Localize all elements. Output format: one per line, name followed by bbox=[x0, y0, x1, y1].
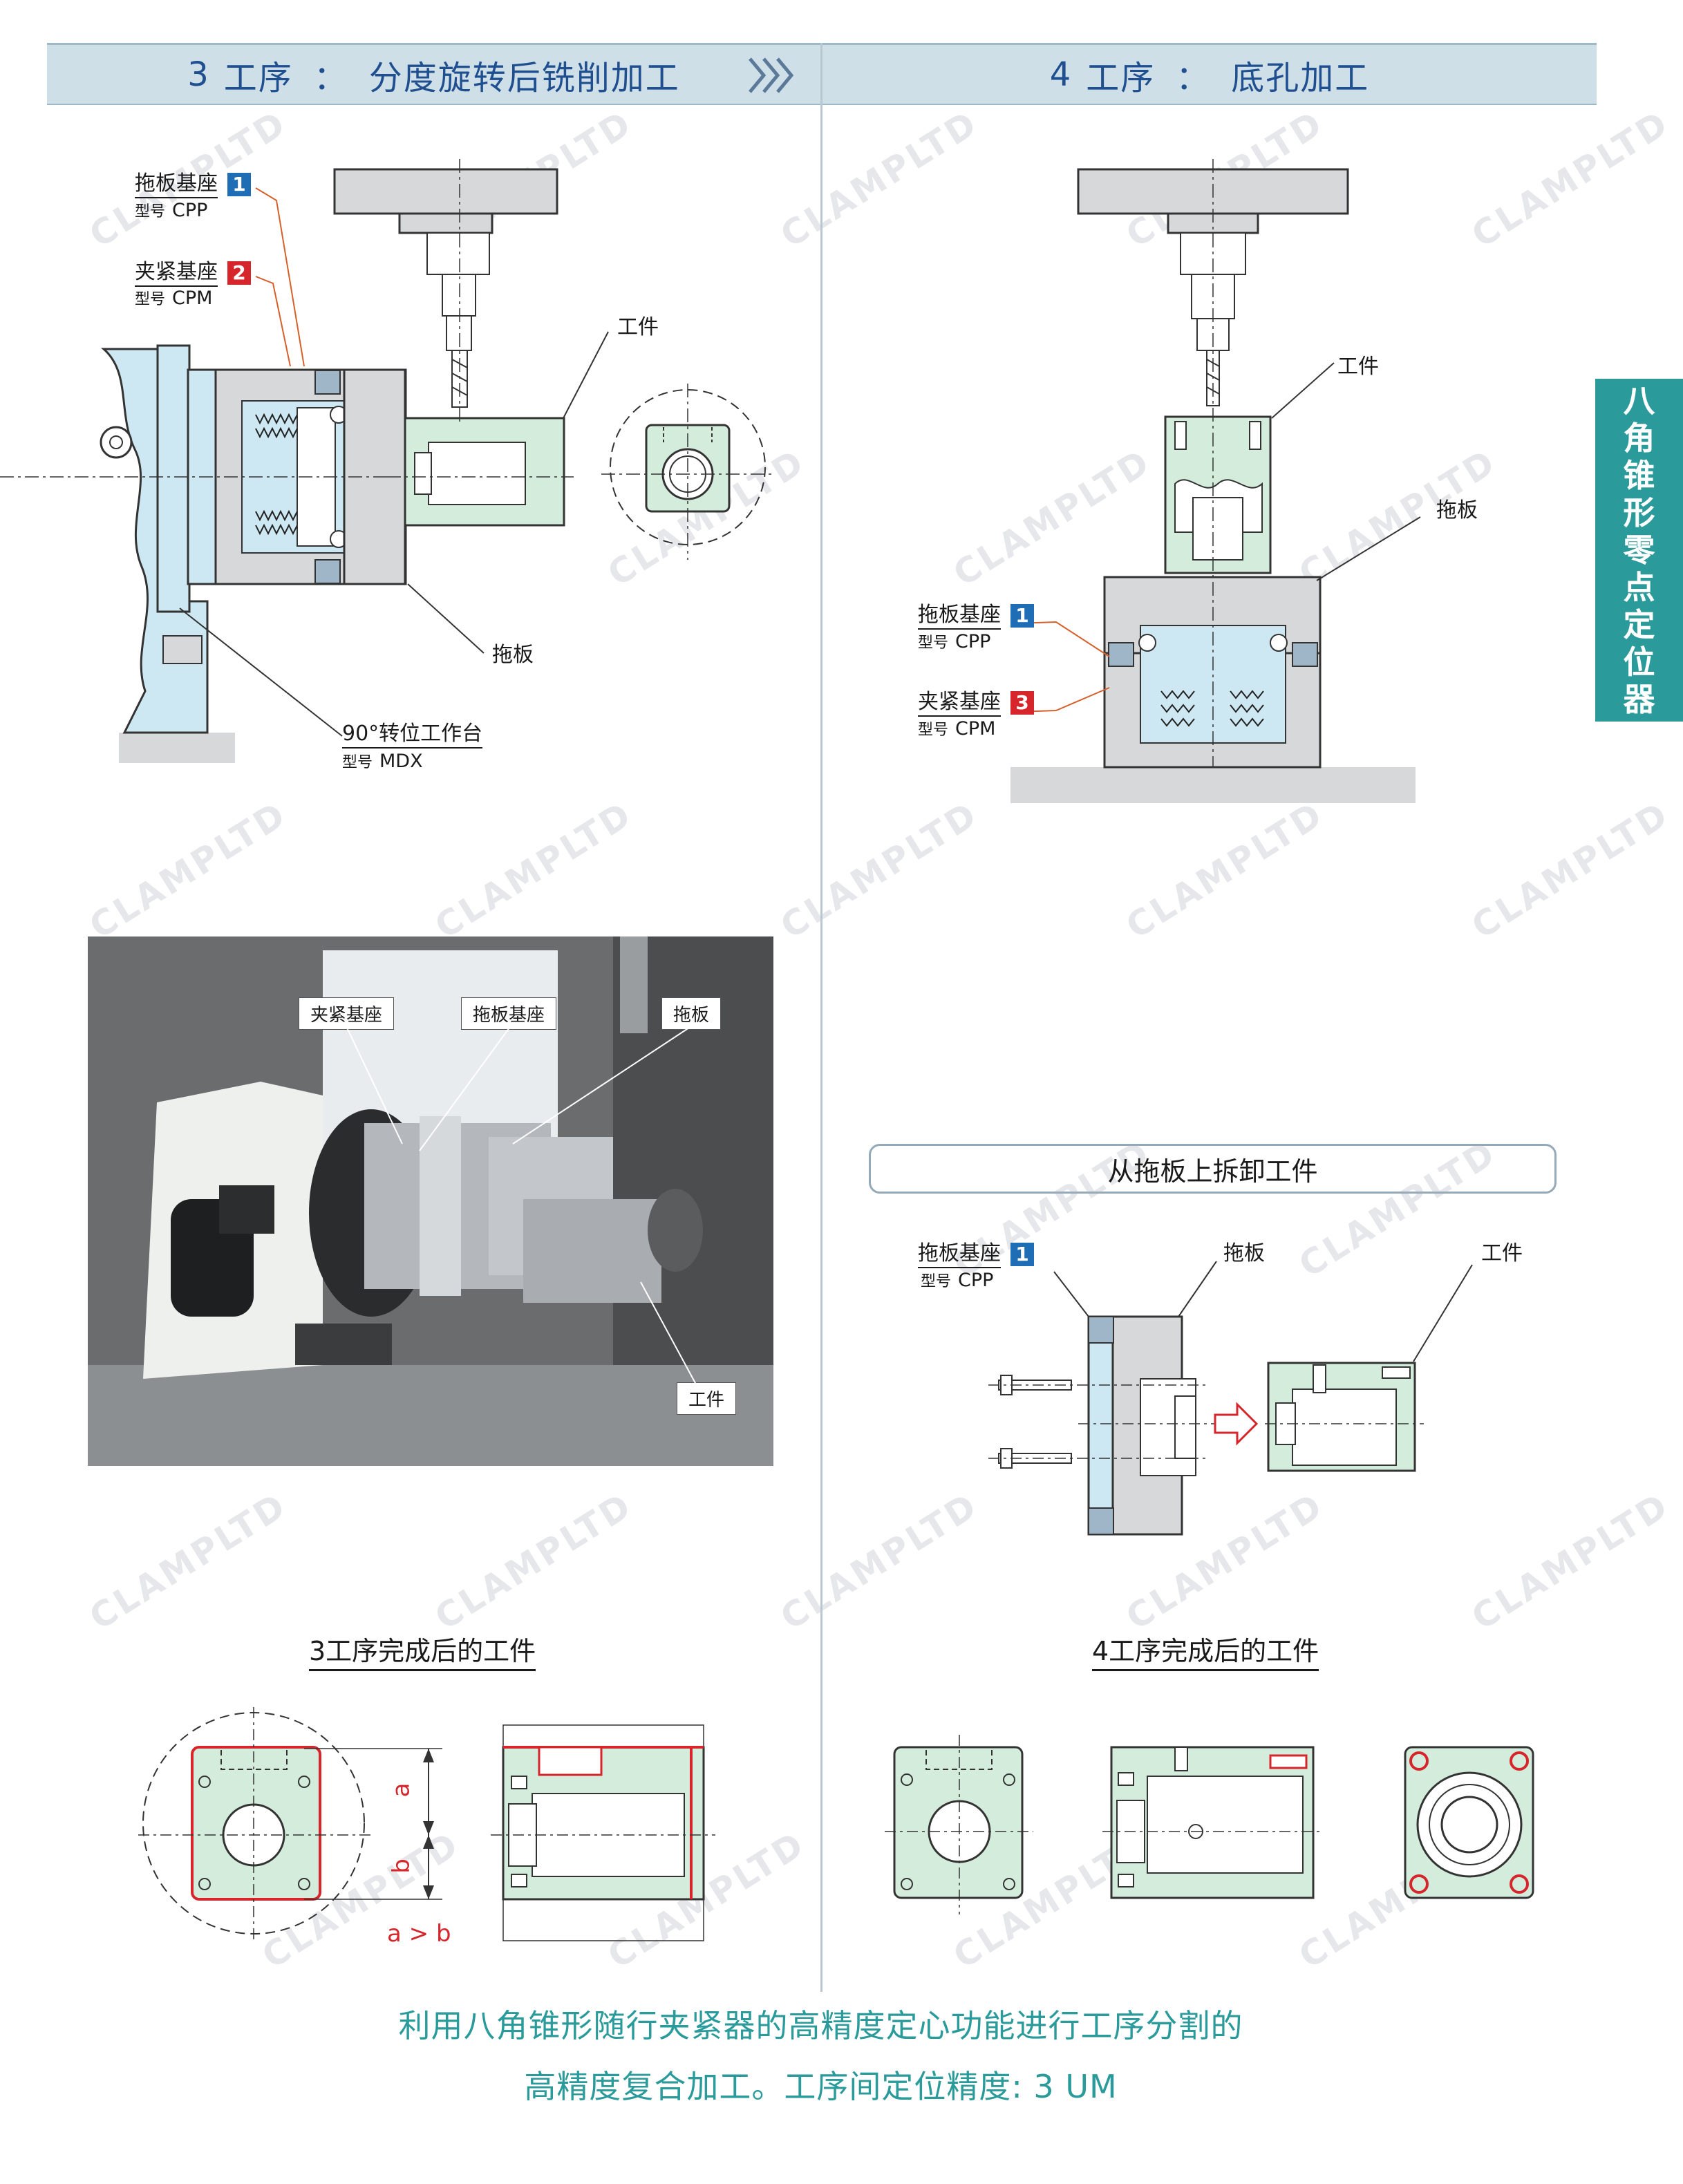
header-process-3: 3 工序 ： 分度旋转后铣削加工 bbox=[47, 43, 820, 105]
header-word: 工序 bbox=[223, 58, 293, 97]
header-title: 底孔加工 bbox=[1231, 58, 1370, 97]
label-remove-pallet: 拖板 bbox=[1223, 1241, 1265, 1265]
side-tab-char: 形 bbox=[1623, 494, 1655, 531]
after-process-4-drawing bbox=[885, 1735, 1534, 1914]
process-3-milling-diagram bbox=[0, 159, 774, 763]
badge-1: 1 bbox=[227, 172, 251, 196]
footer-line-2: 高精度复合加工。工序间定位精度: 3 UM bbox=[524, 2068, 1118, 2105]
photo-leaders bbox=[346, 1027, 697, 1385]
label-workpiece: 工件 bbox=[617, 315, 659, 339]
label-pallet: 拖板 bbox=[492, 643, 534, 667]
process-4-drilling-diagram bbox=[1010, 159, 1421, 803]
side-tab-char: 器 bbox=[1623, 681, 1655, 718]
column-divider bbox=[820, 43, 822, 1992]
after-process-4-title: 4工序完成后的工件 bbox=[1092, 1630, 1319, 1671]
photo-tag-workpiece: 工件 bbox=[677, 1382, 737, 1415]
header-colon: ： bbox=[313, 58, 348, 97]
badge-1: 1 bbox=[1010, 603, 1034, 628]
side-tab-char: 定 bbox=[1623, 606, 1655, 643]
side-tab-char: 点 bbox=[1623, 569, 1655, 606]
dim-relation: a > b bbox=[387, 1920, 451, 1948]
remove-workpiece-title: 从拖板上拆卸工件 bbox=[869, 1144, 1557, 1194]
chevron-right-icon bbox=[749, 57, 794, 93]
label-workpiece-right: 工件 bbox=[1337, 355, 1379, 379]
machine-photo: 夹紧基座 拖板基座 拖板 工件 bbox=[88, 936, 773, 1466]
side-category-tab[interactable]: 八 角 锥 形 零 点 定 位 器 bbox=[1595, 379, 1683, 722]
after-process-3-title: 3工序完成后的工件 bbox=[309, 1630, 536, 1671]
header-colon: ： bbox=[1176, 58, 1211, 97]
side-tab-char: 零 bbox=[1623, 531, 1655, 569]
label-remove-workpiece: 工件 bbox=[1481, 1241, 1523, 1265]
header-num: 4 bbox=[1049, 55, 1073, 94]
machine-illustration bbox=[88, 936, 773, 1466]
after-process-3-drawing bbox=[138, 1707, 715, 1942]
badge-1: 1 bbox=[1010, 1242, 1034, 1266]
header-word: 工序 bbox=[1086, 58, 1156, 97]
remove-workpiece-diagram bbox=[988, 1261, 1473, 1536]
footer-line-1: 利用八角锥形随行夹紧器的高精度定心功能进行工序分割的 bbox=[398, 2007, 1243, 2044]
side-tab-char: 位 bbox=[1623, 643, 1655, 681]
photo-tag-clamp-seat: 夹紧基座 bbox=[299, 997, 395, 1030]
label-pallet-right: 拖板 bbox=[1436, 498, 1478, 523]
side-tab-char: 锥 bbox=[1623, 457, 1655, 494]
photo-tag-pallet: 拖板 bbox=[661, 997, 722, 1030]
photo-tag-pallet-seat: 拖板基座 bbox=[461, 997, 557, 1030]
side-tab-char: 角 bbox=[1623, 420, 1655, 457]
header-process-4: 4 工序 ： 底孔加工 bbox=[822, 43, 1597, 105]
header-num: 3 bbox=[187, 55, 210, 94]
badge-3: 3 bbox=[1010, 690, 1034, 715]
side-tab-char: 八 bbox=[1623, 382, 1655, 420]
header-title: 分度旋转后铣削加工 bbox=[368, 58, 680, 97]
label-indexer: 90°转位工作台 bbox=[342, 716, 483, 749]
badge-2: 2 bbox=[227, 261, 251, 285]
